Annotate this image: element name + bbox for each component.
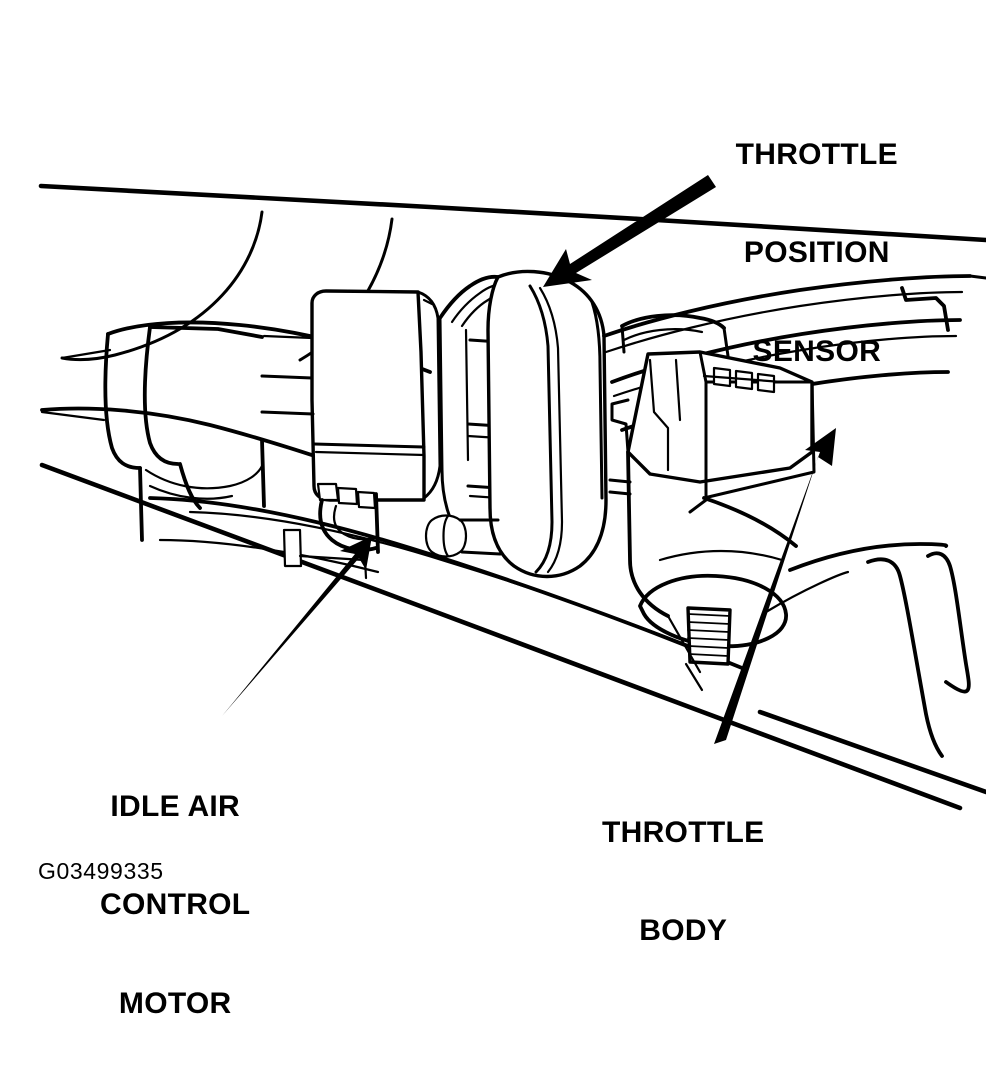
boss-seat-line bbox=[658, 549, 784, 562]
casting-bottom-boundary-right bbox=[757, 709, 986, 795]
callout-tps-line-2: POSITION bbox=[743, 236, 890, 270]
thread-line-4 bbox=[687, 637, 730, 641]
connector-latch-wing bbox=[610, 398, 630, 454]
casting-lower-ridge bbox=[39, 462, 963, 811]
throttle-body-casting-group bbox=[39, 462, 963, 811]
cowl-stub-left bbox=[60, 348, 112, 360]
cowl-curve-left bbox=[60, 210, 264, 362]
connector-body-front-edge bbox=[688, 350, 708, 514]
thread-line-2 bbox=[687, 621, 731, 625]
boss-strut-2 bbox=[684, 662, 704, 692]
boss-upper-face bbox=[702, 496, 798, 548]
duct-collar-right bbox=[260, 438, 266, 508]
tps-cap-crease-left bbox=[528, 284, 554, 574]
electrical-connector-group bbox=[610, 313, 816, 514]
duct-left-edge-inner bbox=[142, 325, 180, 466]
iac-motor-seam-horizontal-2 bbox=[314, 450, 426, 457]
iac-motor-corner-hint bbox=[422, 298, 434, 306]
air-duct-group bbox=[40, 320, 432, 542]
tps-shaft-stub-seam bbox=[442, 514, 450, 558]
callout-throttle-body: THROTTLE BODY bbox=[602, 752, 764, 1014]
iac-tab-top bbox=[262, 334, 314, 340]
plenum-rib-1 bbox=[602, 274, 972, 338]
connector-body-right-face bbox=[702, 380, 816, 500]
connector-left-rib bbox=[648, 358, 670, 472]
thread-line-3 bbox=[687, 629, 730, 633]
tps-cap-crease-left-2 bbox=[538, 286, 564, 574]
boss-left-wall bbox=[626, 450, 670, 618]
throttle-body-leader-arrow bbox=[714, 428, 836, 744]
tps-collar-seam bbox=[464, 328, 470, 462]
iac-connector-block-c bbox=[356, 490, 377, 510]
upper-cowl-edge bbox=[38, 183, 986, 243]
iac-motor-seam-horizontal bbox=[312, 442, 426, 449]
duct-collar-seam bbox=[144, 464, 264, 490]
throttle-body-line-art bbox=[38, 175, 986, 811]
tps-collar-left bbox=[438, 316, 464, 542]
duct-collar-seam2 bbox=[148, 484, 234, 500]
iac-motor-right-face bbox=[416, 290, 442, 500]
connector-collar-top bbox=[620, 313, 726, 330]
tps-leader-arrow bbox=[543, 175, 716, 287]
callout-idle-air-control-motor: IDLE AIR CONTROL MOTOR bbox=[100, 726, 250, 1086]
connector-collar-right bbox=[722, 326, 730, 358]
plenum-end-notch bbox=[900, 286, 950, 332]
callout-tps-line-1: THROTTLE bbox=[735, 138, 898, 172]
iac-tab-mid bbox=[260, 410, 315, 416]
duct-top-edge bbox=[148, 325, 264, 339]
connector-collar-left bbox=[620, 324, 626, 354]
callout-tb-line-2: BODY bbox=[639, 914, 728, 948]
tps-cap-body bbox=[486, 269, 608, 579]
duct-collar-left bbox=[178, 462, 202, 510]
callout-iac-line-1: IDLE AIR bbox=[110, 790, 241, 824]
connector-pin-rail bbox=[702, 374, 784, 384]
bracket-hook-right bbox=[926, 551, 971, 694]
boss-strut-1 bbox=[666, 614, 702, 674]
mounting-boss-group bbox=[608, 450, 798, 692]
callout-iac-line-2: CONTROL bbox=[100, 888, 251, 922]
callout-iac-line-3: MOTOR bbox=[118, 986, 232, 1020]
tps-cap-crease-right bbox=[590, 300, 604, 500]
boss-tab-left-2 bbox=[608, 490, 632, 496]
callout-tb-line-1: THROTTLE bbox=[602, 816, 765, 850]
tps-shaft-stub bbox=[424, 514, 468, 558]
plenum-edge-right bbox=[968, 274, 986, 280]
bracket-upper-sweep bbox=[788, 542, 949, 572]
callout-throttle-position-sensor: THROTTLE POSITION SENSOR bbox=[736, 74, 898, 434]
iac-motor-body bbox=[310, 289, 426, 502]
connector-left-rib-2 bbox=[674, 358, 682, 422]
iac-post bbox=[282, 528, 303, 568]
thread-line-5 bbox=[688, 645, 729, 649]
tps-collar-rib-1 bbox=[438, 274, 500, 320]
idle-air-control-motor-group bbox=[260, 289, 442, 580]
thread-line-6 bbox=[688, 653, 729, 657]
bracket-hook-left bbox=[866, 557, 944, 758]
iac-connector-block-b bbox=[336, 486, 359, 506]
callout-tps-line-3: SENSOR bbox=[752, 334, 882, 368]
duct-left-edge bbox=[103, 332, 142, 470]
bracket-inner-sweep bbox=[764, 570, 850, 614]
leader-arrows-group bbox=[222, 175, 836, 744]
lower-right-bracket-group bbox=[757, 542, 986, 795]
plenum-rib-1b bbox=[604, 290, 964, 354]
thread-line-1 bbox=[687, 613, 731, 617]
boss-tab-left bbox=[608, 478, 632, 484]
iac-tab-upper bbox=[260, 374, 314, 380]
iac-connector-block-a bbox=[316, 482, 340, 502]
figure-id-code: G03499335 bbox=[38, 858, 164, 884]
iac-pigtail-end bbox=[374, 492, 380, 554]
diagram-figure: THROTTLE POSITION SENSOR IDLE AIR CONTRO… bbox=[38, 74, 986, 1019]
connector-pin-slot-3 bbox=[756, 372, 776, 394]
casting-mid-ridge-inner bbox=[188, 510, 728, 662]
throttle-position-sensor-group bbox=[424, 269, 608, 579]
connector-collar-seam bbox=[622, 328, 704, 342]
iac-leader-arrow bbox=[222, 536, 372, 716]
duct-lower-stub bbox=[40, 410, 106, 422]
tps-shaft-rail-bottom bbox=[460, 550, 502, 556]
